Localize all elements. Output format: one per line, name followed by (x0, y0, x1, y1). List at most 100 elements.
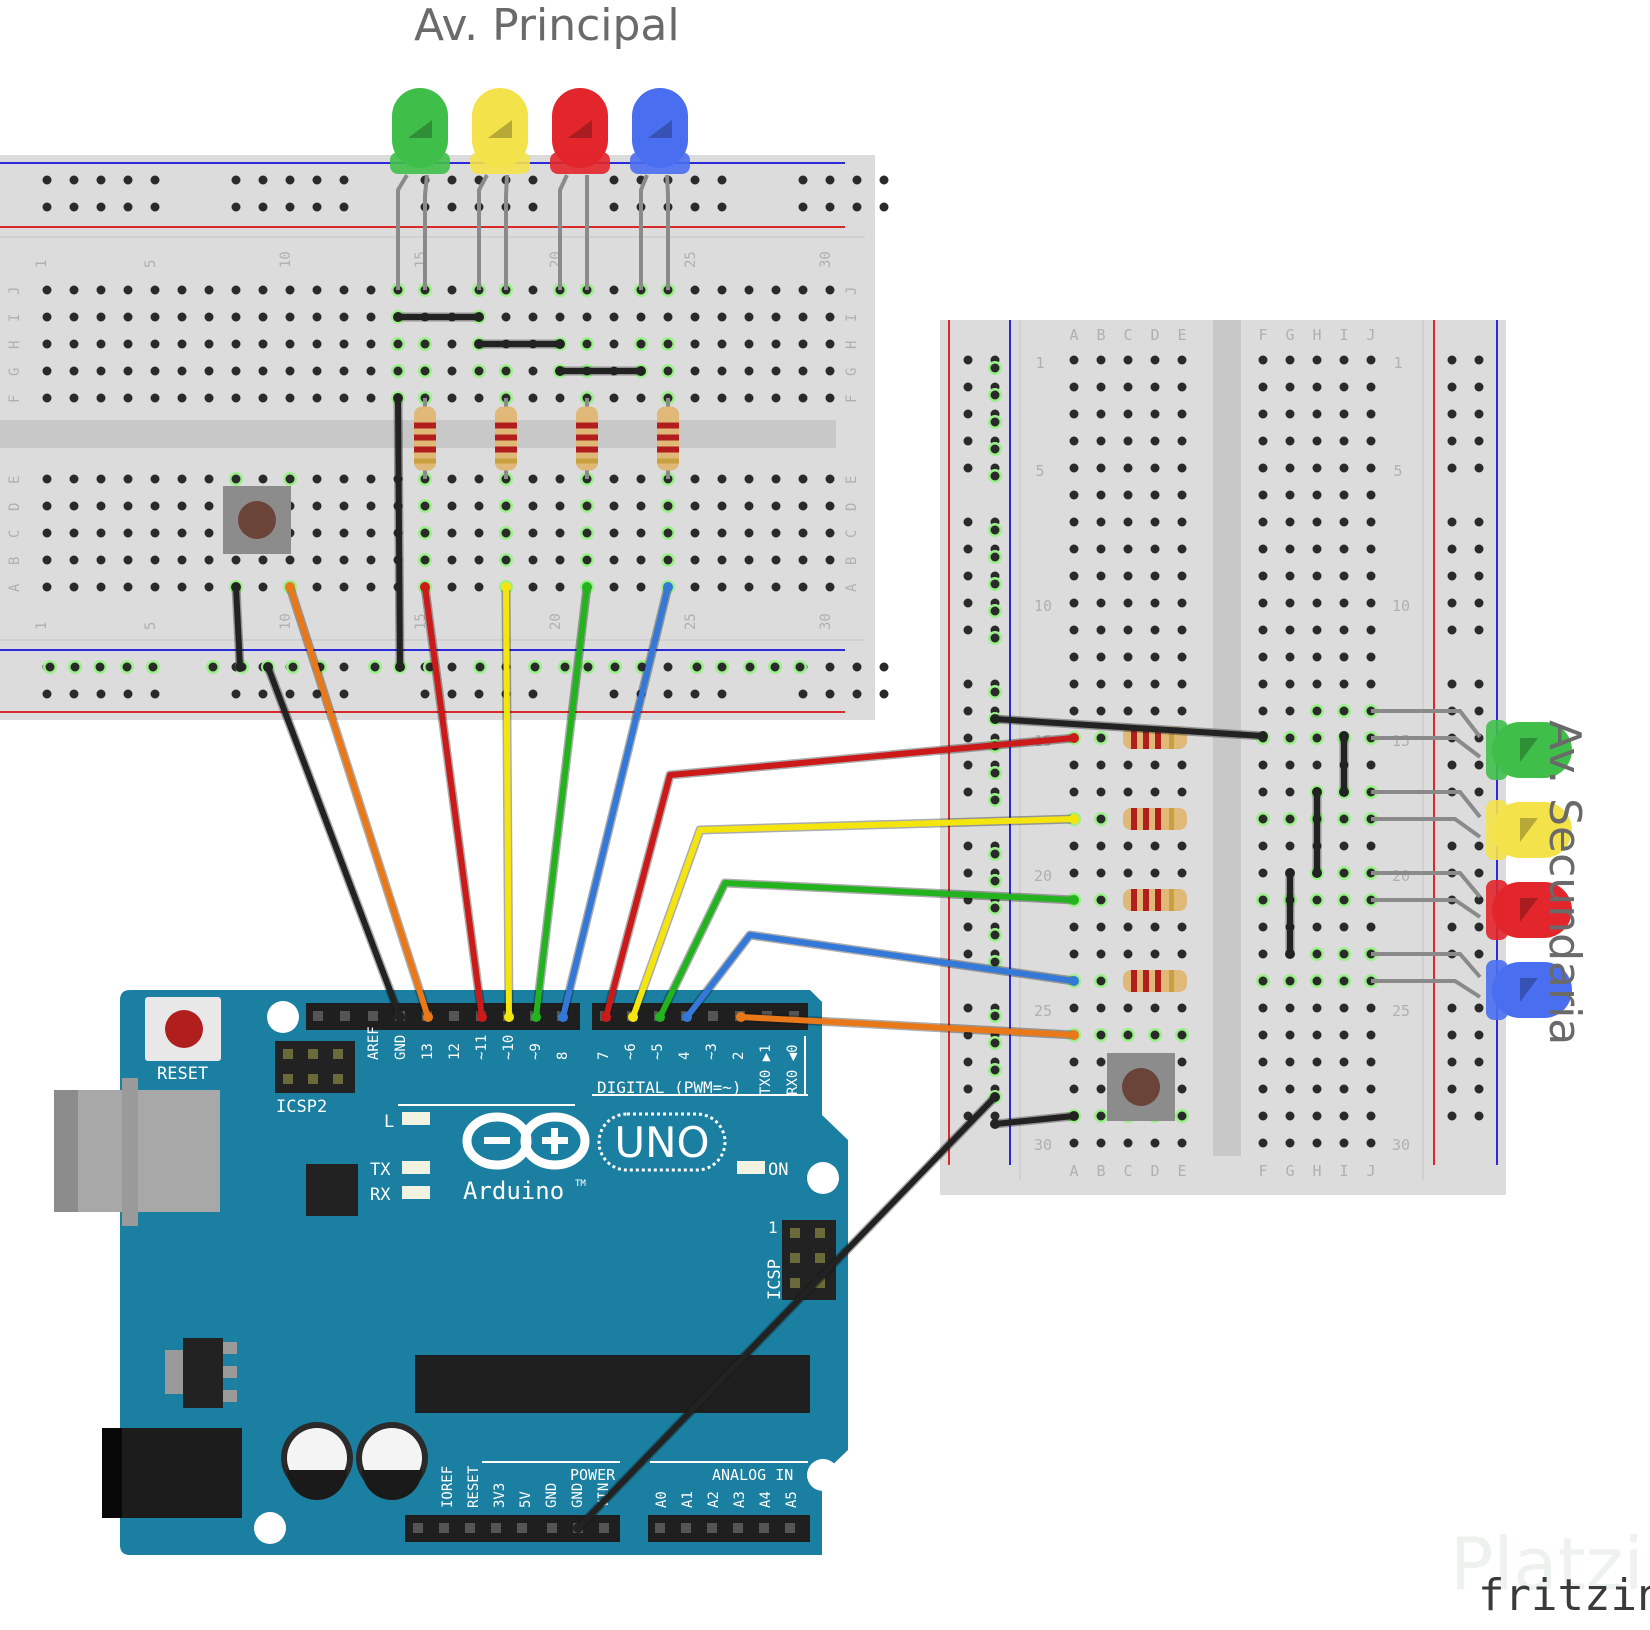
wire-red-pin11-end (477, 1012, 487, 1022)
breadboard-hole (447, 393, 457, 403)
breadboard-hole (1447, 1003, 1457, 1013)
power-pin-label: GND (544, 1483, 560, 1508)
breadboard-hole (690, 582, 700, 592)
breadboard-hole (1285, 760, 1295, 770)
breadboard-hole (1258, 1057, 1268, 1067)
digital-pin-label: ~5 (650, 1043, 666, 1060)
voltage-regulator (165, 1350, 185, 1394)
breadboard-hole (474, 393, 484, 403)
arduino-tm: TM (575, 1179, 586, 1189)
breadboard-hole (1285, 382, 1295, 392)
breadboard-hole (258, 582, 268, 592)
breadboard-hole (366, 312, 376, 322)
breadboard-hole (312, 175, 322, 185)
breadboard-hole (744, 285, 754, 295)
bb1-row-f: F (7, 395, 23, 403)
breadboard-hole (204, 582, 214, 592)
breadboard-hole (825, 662, 835, 672)
resistor-band (1169, 889, 1174, 911)
resistor (414, 398, 436, 479)
breadboard-hole (1312, 382, 1322, 392)
breadboard-hole (42, 175, 52, 185)
breadboard-hole (420, 555, 430, 565)
breadboard-hole (528, 393, 538, 403)
breadboard-hole (990, 1065, 1000, 1075)
jumper-black-end (1339, 731, 1349, 741)
header-pin (313, 1011, 323, 1021)
breadboard-hole (744, 555, 754, 565)
jumper-black-end (1285, 868, 1295, 878)
breadboard-hole (963, 1030, 973, 1040)
breadboard-hole (1285, 409, 1295, 419)
breadboard-hole (1366, 355, 1376, 365)
usb-chip (306, 1164, 358, 1216)
breadboard-hole (582, 312, 592, 322)
led-lead (1371, 979, 1482, 999)
breadboard-hole (1123, 544, 1133, 554)
digital-pin-label: 8 (555, 1052, 571, 1060)
breadboard-hole (285, 555, 295, 565)
breadboard-hole (528, 501, 538, 511)
breadboard-hole (208, 662, 218, 672)
breadboard-hole (204, 528, 214, 538)
breadboard-hole (717, 366, 727, 376)
led-rim (470, 152, 530, 174)
breadboard-hole (474, 474, 484, 484)
breadboard-hole (1258, 490, 1268, 500)
breadboard-hole (582, 501, 592, 511)
digital-pin-label: AREF (366, 1026, 382, 1060)
digital-pin-label: ~6 (623, 1043, 639, 1060)
breadboard-hole (1150, 355, 1160, 365)
breadboard-hole (123, 555, 133, 565)
breadboard-hole (1474, 679, 1484, 689)
breadboard-hole (990, 471, 1000, 481)
breadboard-hole (339, 339, 349, 349)
breadboard-hole (1069, 1138, 1079, 1148)
led-rim (1486, 800, 1508, 860)
bb2-col-f: F (1258, 326, 1267, 344)
breadboard-hole (70, 662, 80, 672)
breadboard-hole (1258, 436, 1268, 446)
breadboard-hole (69, 339, 79, 349)
bb1-row-f-right: F (844, 395, 860, 403)
breadboard-hole (366, 528, 376, 538)
breadboard-hole (258, 393, 268, 403)
breadboard-hole (798, 582, 808, 592)
rx-led-label: RX (370, 1185, 391, 1205)
led-yellow (470, 88, 530, 290)
breadboard-hole (717, 202, 727, 212)
breadboard-hole (339, 501, 349, 511)
breadboard-hole (1285, 1138, 1295, 1148)
breadboard-hole (798, 528, 808, 538)
breadboard-hole (798, 366, 808, 376)
digital-pin-label: ~3 (704, 1043, 720, 1060)
breadboard-hole (69, 501, 79, 511)
breadboard-hole (1474, 895, 1484, 905)
jumper-black-end (1339, 787, 1349, 797)
breadboard-hole (879, 202, 889, 212)
breadboard-hole (1285, 490, 1295, 500)
bb2-row-5: 5 (1035, 462, 1044, 480)
breadboard-hole (150, 339, 160, 349)
mount-hole (267, 1001, 299, 1033)
breadboard-hole (1096, 1003, 1106, 1013)
breadboard-hole (1474, 949, 1484, 959)
breadboard-hole (150, 175, 160, 185)
breadboard-hole (231, 555, 241, 565)
resistor-band (1143, 808, 1149, 830)
breadboard-hole (690, 312, 700, 322)
breadboard-hole (555, 582, 565, 592)
reset-button-cap[interactable] (165, 1010, 203, 1048)
led-lead (639, 174, 649, 290)
breadboard-hole (45, 662, 55, 672)
breadboard-hole (1258, 841, 1268, 851)
power-pin-label: 3V3 (492, 1483, 508, 1508)
breadboard-hole (879, 662, 889, 672)
breadboard-hole (1474, 463, 1484, 473)
jumper-black-end (1312, 868, 1322, 878)
breadboard-hole (528, 202, 538, 212)
breadboard-hole (501, 528, 511, 538)
bb1-col-1-top: 1 (34, 260, 50, 268)
breadboard-hole (1312, 922, 1322, 932)
